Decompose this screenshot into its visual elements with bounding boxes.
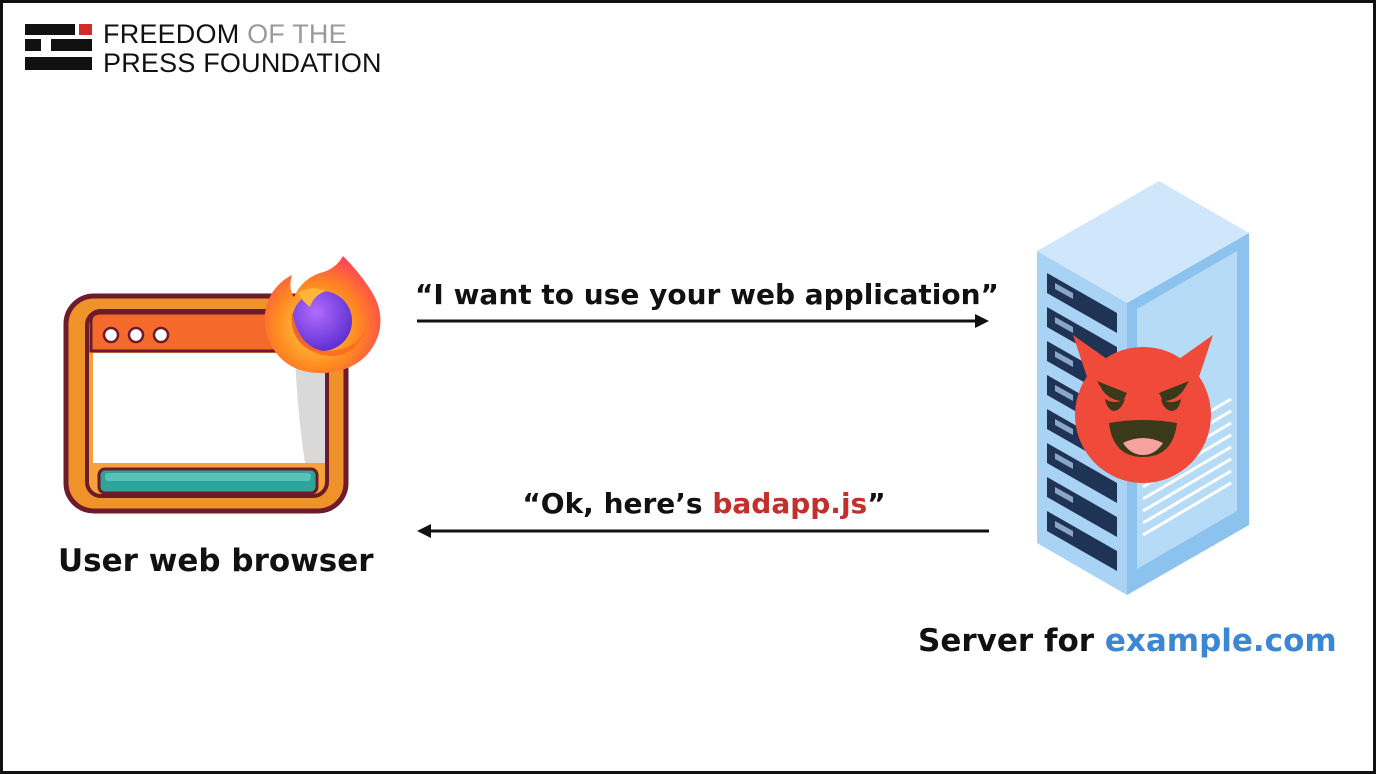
logo-line2: PRESS FOUNDATION xyxy=(103,48,382,78)
server-domain: example.com xyxy=(1104,623,1337,659)
fpf-logo-icon xyxy=(25,24,92,70)
response-arrow xyxy=(417,524,989,538)
devil-face-icon xyxy=(1073,335,1213,483)
response-message: “Ok, here’s badapp.js” xyxy=(415,487,993,520)
logo-wordmark: FREEDOM OF THE PRESS FOUNDATION xyxy=(103,20,382,78)
logo-line1-gray: OF THE xyxy=(247,19,347,49)
logo-line1-dark: FREEDOM xyxy=(103,19,240,49)
firefox-icon xyxy=(264,256,381,374)
server-caption-prefix: Server for xyxy=(918,623,1105,659)
window-dot-icon xyxy=(102,326,120,344)
response-suffix: ” xyxy=(867,487,886,520)
response-prefix: “Ok, here’s xyxy=(522,487,713,520)
browser-caption: User web browser xyxy=(58,543,374,579)
request-arrow xyxy=(417,314,989,328)
request-message: “I want to use your web application” xyxy=(415,278,999,311)
window-dot-icon xyxy=(152,326,170,344)
window-dot-icon xyxy=(127,326,145,344)
malicious-filename: badapp.js xyxy=(712,487,868,520)
server-caption: Server for example.com xyxy=(918,623,1337,659)
